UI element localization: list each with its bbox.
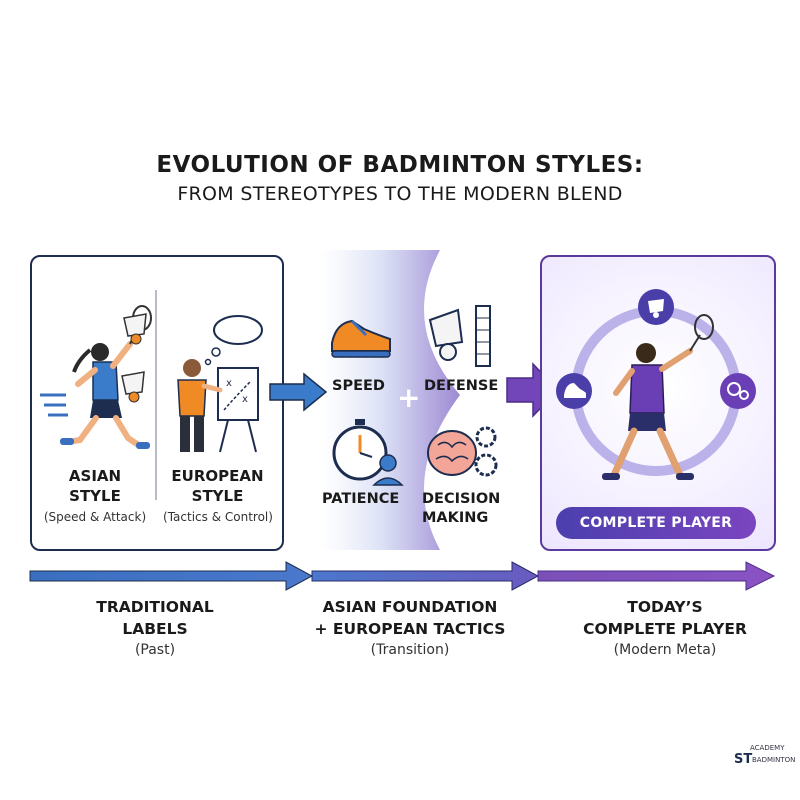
asian-style-label-1: ASIAN: [68, 467, 122, 485]
european-style-label-1: EUROPEAN: [171, 467, 264, 485]
timeline-past-sub: (Past): [134, 642, 176, 658]
european-style-sub: (Tactics & Control): [163, 510, 273, 524]
decision-label-1: DECISION: [422, 491, 501, 507]
timeline-transition-line2: + EUROPEAN TACTICS: [314, 620, 506, 638]
european-style-label-2: STYLE: [191, 487, 244, 505]
plus-sign: +: [397, 381, 421, 414]
svg-text:x: x: [226, 378, 232, 389]
complete-player-badge: COMPLETE PLAYER: [556, 507, 756, 539]
timeline-modern-sub: (Modern Meta): [613, 642, 717, 658]
logo-bottom-text: BADMINTON: [752, 756, 796, 764]
logo-mark: ST: [734, 752, 753, 767]
decision-label-2: MAKING: [422, 510, 489, 526]
patience-label: PATIENCE: [322, 491, 400, 507]
running-shoe-icon: [331, 319, 391, 358]
page-title: EVOLUTION OF BADMINTON STYLES:: [156, 152, 644, 178]
brain-gears-icon: [427, 426, 498, 477]
asian-player-icon: [40, 305, 152, 449]
timeline-modern-line2: COMPLETE PLAYER: [583, 620, 747, 638]
timeline-modern-line1: TODAY’S: [627, 598, 703, 616]
timeline-transition-line1: ASIAN FOUNDATION: [322, 598, 498, 616]
speed-label: SPEED: [332, 378, 385, 394]
timeline-past-line2: LABELS: [122, 620, 188, 638]
european-coach-icon: x x: [177, 315, 263, 453]
shuttlecock-icon: [121, 313, 147, 403]
logo-top-text: ACADEMY: [750, 744, 785, 752]
academy-logo: ACADEMY ST BADMINTON: [732, 744, 796, 778]
stopwatch-icon: [332, 419, 404, 486]
timeline-transition-sub: (Transition): [370, 642, 450, 658]
complete-player-cycle-icon: [556, 289, 756, 480]
defense-shuttle-icon: [428, 305, 491, 367]
timeline-arrows: [29, 561, 776, 591]
arrow-right-icon: [269, 372, 328, 412]
style-divider: [155, 290, 157, 500]
timeline-past-line1: TRADITIONAL: [96, 598, 214, 616]
asian-style-sub: (Speed & Attack): [43, 510, 147, 524]
asian-style-label-2: STYLE: [69, 487, 121, 505]
defense-label: DEFENSE: [424, 378, 499, 394]
svg-text:x: x: [242, 394, 248, 405]
page-subtitle: FROM STEREOTYPES TO THE MODERN BLEND: [177, 183, 623, 205]
